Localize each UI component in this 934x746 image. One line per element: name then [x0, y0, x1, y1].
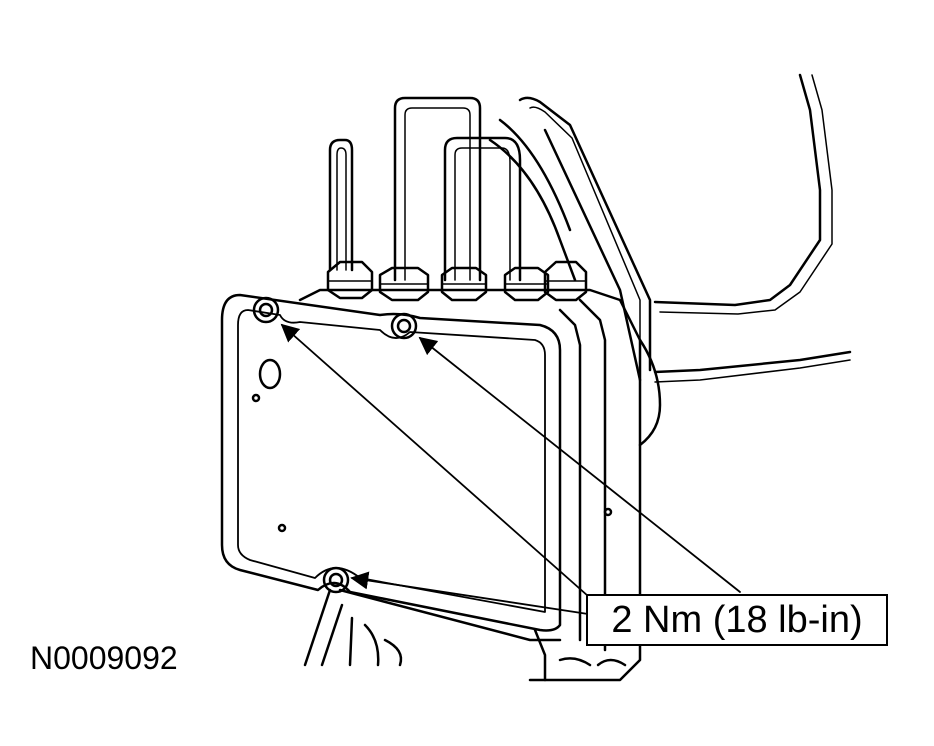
leader-arrow-icon [350, 571, 589, 615]
figure-id: N0009092 [30, 640, 178, 676]
leader-arrow-icon [418, 336, 741, 593]
bolt-icon [390, 312, 418, 340]
brake-lines [328, 73, 852, 383]
mounting-bracket [303, 588, 627, 667]
torque-label: 2 Nm (18 lb-in) [611, 598, 863, 641]
module-cover [220, 293, 613, 632]
leader-arrow-icon [280, 323, 589, 597]
hydraulic-unit-body [298, 288, 662, 682]
tube-fittings [326, 260, 588, 302]
bolt-icon [322, 566, 350, 594]
bolt-icon [252, 296, 280, 324]
torque-callout: 2 Nm (18 lb-in) [586, 594, 888, 646]
